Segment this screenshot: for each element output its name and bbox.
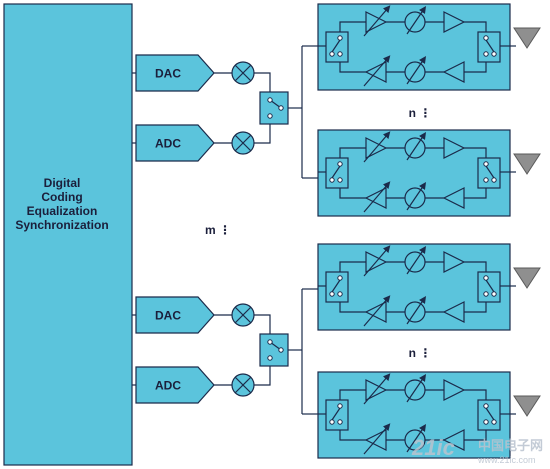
watermark-logo: 21ic: [411, 435, 455, 460]
n-dots-label-top: n ⋮: [409, 106, 432, 120]
lna-icon: [442, 301, 465, 323]
watermark-en: www.21ic.com: [477, 455, 536, 465]
dac-label-bottom: DAC: [155, 309, 181, 323]
digital-processing-block: [3, 3, 133, 466]
watermark: 21ic 中国电子网 www.21ic.com: [411, 435, 543, 465]
dac-block-bottom: [135, 296, 215, 334]
main-label-line-1: Digital: [44, 176, 81, 190]
converter-group-top: DAC ADC: [132, 45, 318, 179]
converter-group-bottom: DAC ADC: [132, 288, 318, 415]
m-dots-label: m ⋮: [205, 223, 231, 237]
mixer-icon: [231, 303, 255, 327]
rf-frontend-module: [317, 3, 541, 91]
antenna-icon: [513, 267, 541, 289]
rf-frontend-module: [317, 243, 541, 331]
antenna-icon: [513, 395, 541, 417]
module-switch-right: [477, 271, 501, 303]
power-amp-icon: [443, 11, 466, 33]
lna-icon: [442, 187, 465, 209]
module-switch-left: [325, 271, 349, 303]
mixer-icon: [231, 131, 255, 155]
main-label-line-2: Coding: [41, 190, 82, 204]
adc-label-bottom: ADC: [155, 379, 181, 393]
rf-frontend-module: [317, 371, 541, 459]
dac-block-top: [135, 54, 215, 92]
antenna-icon: [513, 27, 541, 49]
watermark-cn: 中国电子网: [478, 438, 543, 453]
module-switch-left: [325, 31, 349, 63]
mixer-icon: [231, 61, 255, 85]
power-amp-icon: [443, 137, 466, 159]
module-switch-left: [325, 399, 349, 431]
adc-label-top: ADC: [155, 137, 181, 151]
main-label-line-4: Synchronization: [15, 218, 108, 232]
power-amp-icon: [443, 251, 466, 273]
module-switch-right: [477, 399, 501, 431]
antenna-icon: [513, 153, 541, 175]
adc-block-top: [135, 124, 215, 162]
tr-switch-icon: [259, 91, 289, 125]
power-amp-icon: [443, 379, 466, 401]
lna-icon: [442, 429, 465, 451]
main-label-line-3: Equalization: [27, 204, 98, 218]
mixer-icon: [231, 373, 255, 397]
n-dots-label-bottom: n ⋮: [409, 346, 432, 360]
module-switch-left: [325, 157, 349, 189]
tr-switch-icon: [259, 333, 289, 367]
rf-frontend-modules: [317, 3, 541, 459]
module-switch-right: [477, 157, 501, 189]
dac-label-top: DAC: [155, 67, 181, 81]
rf-frontend-module: [317, 129, 541, 217]
adc-block-bottom: [135, 366, 215, 404]
module-switch-right: [477, 31, 501, 63]
lna-icon: [442, 61, 465, 83]
